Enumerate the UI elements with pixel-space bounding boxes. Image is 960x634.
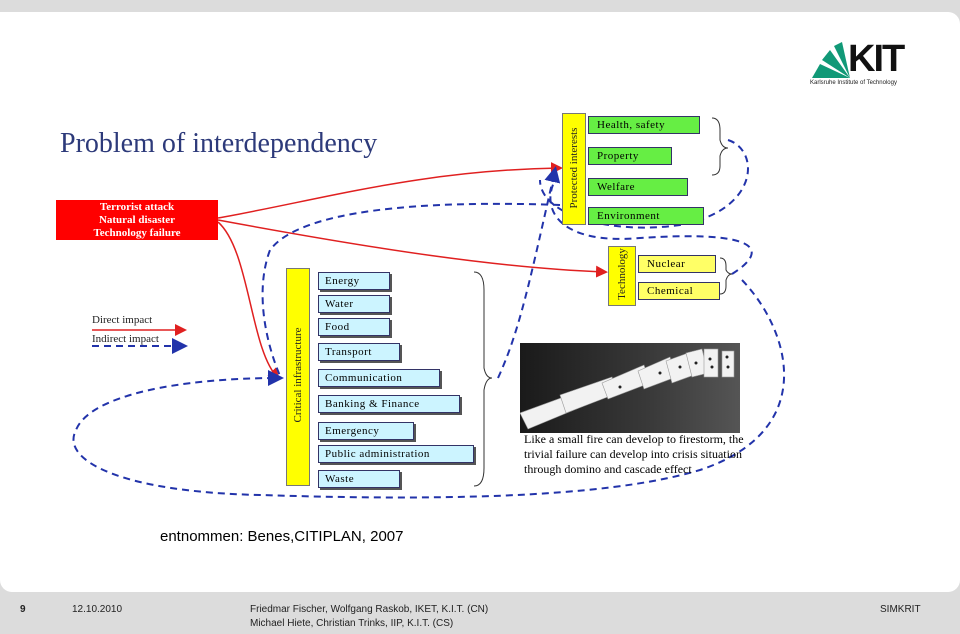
infra-banking-finance: Banking & Finance: [318, 395, 460, 413]
critical-infrastructure-label: Critical infrastructure: [292, 327, 304, 423]
protected-interests-label: Protected interests: [568, 127, 580, 209]
direct-arrow-to-infrastructure: [217, 221, 281, 381]
kit-logo-subtitle: Karlsruhe Institute of Technology: [810, 80, 897, 86]
technology-bar: [608, 246, 636, 306]
direct-arrow-to-technology: [217, 219, 608, 278]
infra-energy: Energy: [318, 272, 390, 290]
kit-logo-wordmark: KIT: [848, 38, 905, 80]
infra-emergency: Emergency: [318, 422, 414, 440]
domino-illustration-icon: [520, 348, 735, 430]
footer-project: SIMKRIT: [880, 604, 921, 615]
technology-chemical: Chemical: [638, 282, 720, 300]
infra-water: Water: [318, 295, 390, 313]
technology-label: Technology: [616, 248, 628, 300]
protected-interests-bar: [562, 113, 586, 225]
cause-line-1: Terrorist attack: [99, 201, 175, 213]
cause-box: Terrorist attack Natural disaster Techno…: [56, 200, 218, 240]
domino-caption: Like a small fire can develop to firesto…: [524, 432, 744, 476]
legend-indirect-label: Indirect impact: [92, 333, 159, 345]
interest-property: Property: [588, 147, 672, 165]
indirect-big-loop: [72, 279, 785, 499]
interest-health-safety: Health, safety: [588, 116, 700, 134]
infra-waste: Waste: [318, 470, 400, 488]
slide-title: Problem of interdependency: [60, 128, 378, 159]
bracket-infrastructure: [473, 271, 493, 487]
footer-page-number: 9: [20, 604, 26, 615]
critical-infrastructure-bar: [286, 268, 310, 486]
cause-line-3: Technology failure: [93, 227, 181, 239]
footer-authors-line-1: Friedmar Fischer, Wolfgang Raskob, IKET,…: [250, 604, 489, 615]
infra-public-administration: Public administration: [318, 445, 474, 463]
technology-nuclear: Nuclear: [638, 255, 716, 273]
indirect-loop-interests: [539, 139, 749, 229]
domino-photo: [520, 343, 740, 433]
direct-arrow-to-interests: [217, 162, 563, 219]
slide: [0, 12, 960, 592]
bracket-interests: [711, 117, 729, 176]
footer-date: 12.10.2010: [72, 604, 123, 615]
infra-food: Food: [318, 318, 390, 336]
indirect-interests-to-infrastructure: [261, 202, 561, 377]
indirect-technology-loop: [549, 179, 753, 275]
footer-authors-line-2: Michael Hiete, Christian Trinks, IIP, K.…: [250, 618, 454, 629]
indirect-infrastructure-to-interests: [497, 166, 561, 379]
interest-welfare: Welfare: [588, 178, 688, 196]
legend-direct-label: Direct impact: [92, 314, 153, 326]
cause-line-2: Natural disaster: [98, 214, 176, 226]
interest-environment: Environment: [588, 207, 704, 225]
bracket-technology: [719, 257, 733, 295]
infra-communication: Communication: [318, 369, 440, 387]
kit-logo-fan-icon: [812, 42, 850, 78]
infra-transport: Transport: [318, 343, 400, 361]
source-citation: entnommen: Benes,CITIPLAN, 2007: [160, 528, 404, 545]
